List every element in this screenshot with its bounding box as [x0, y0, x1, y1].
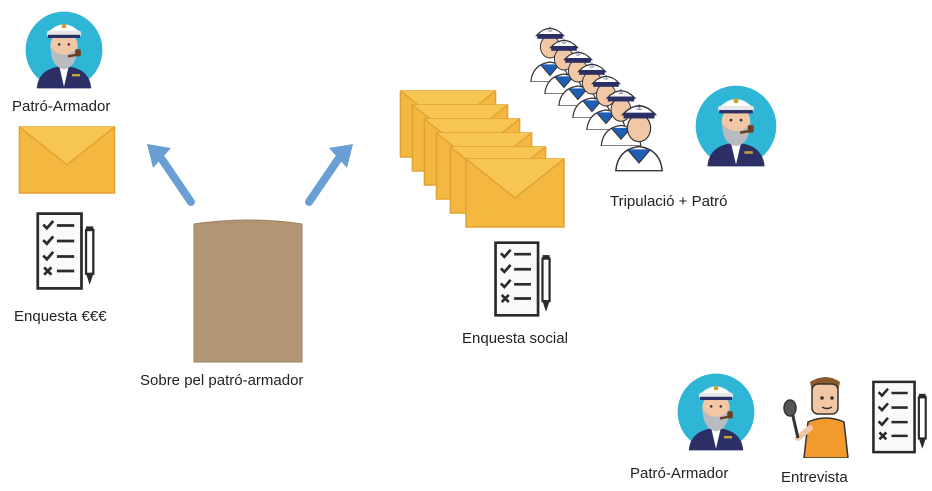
enquesta-social-label: Enquesta social [462, 330, 568, 347]
captain-avatar-icon [694, 84, 778, 168]
arrow-left-icon [140, 140, 202, 210]
crew-label: Tripulació + Patró [610, 193, 728, 210]
kraft-envelope-icon [193, 219, 303, 363]
envelope-icon [16, 126, 118, 194]
sobre-label: Sobre pel patró-armador [140, 372, 304, 389]
sailor-icon [610, 92, 668, 172]
captain-avatar-icon [676, 372, 756, 452]
captain-avatar-icon [24, 10, 104, 90]
entrevista-label: Entrevista [781, 469, 848, 486]
captain-top-label: Patró-Armador [12, 98, 111, 115]
checklist-icon [870, 376, 930, 458]
interviewer-icon [783, 377, 849, 458]
checklist-icon [34, 210, 98, 292]
arrow-right-icon [298, 140, 360, 210]
envelope-icon [462, 158, 568, 228]
enquesta-money-label: Enquesta €€€ [14, 308, 107, 325]
captain-bottom-label: Patró-Armador [630, 465, 729, 482]
checklist-icon [492, 238, 554, 320]
